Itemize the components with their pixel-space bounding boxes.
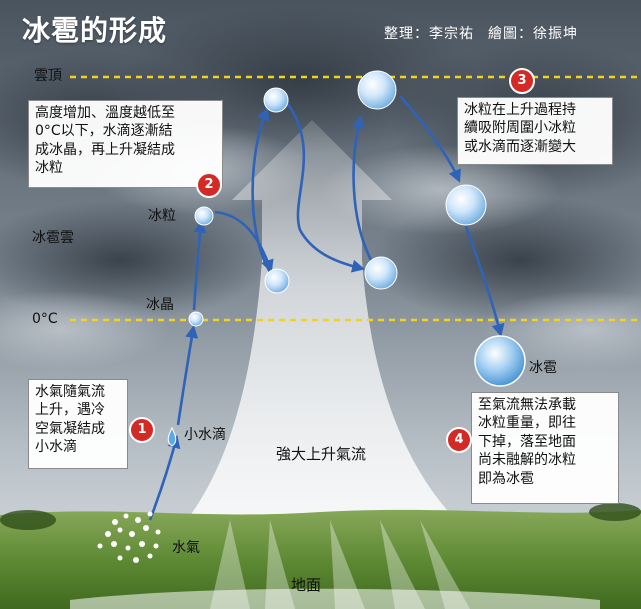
step-4-line: 下掉，落至地面 <box>478 433 576 450</box>
step-3-line: 冰粒在上升過程持 <box>464 102 576 118</box>
step-2-line: 冰粒 <box>35 160 63 177</box>
step-4-callout: 至氣流無法承載 冰粒重量，即往 下掉，落至地面 尚未融解的冰粒 即為冰雹 <box>471 392 619 504</box>
arrow-vapor-to-droplet <box>148 434 181 521</box>
arrow-rise-2 <box>251 107 272 273</box>
step-1-callout: 水氣隨氣流 上升，遇冷 空氣凝結成 小水滴 <box>28 379 128 469</box>
step-4-line: 尚未融解的冰粒 <box>478 452 576 469</box>
step-1-line: 水氣隨氣流 <box>35 384 105 400</box>
strong-updraft-label: 強大上升氣流 <box>276 445 367 463</box>
water-vapor-label: 水氣 <box>172 540 200 556</box>
arrow-crystal-to-grain <box>192 219 207 311</box>
arrow-fall-4 <box>464 225 505 338</box>
ice-crystal-label: 冰晶 <box>146 297 174 313</box>
arrow-fall-3 <box>399 95 461 183</box>
ice-grain-particle <box>445 184 487 226</box>
small-droplet-label: 小水滴 <box>184 427 226 443</box>
illustrator-credit: 繪圖：徐振坤 <box>488 26 578 42</box>
step-2-line: 高度增加、溫度越低至 <box>35 105 175 121</box>
cloud-top-label: 雲頂 <box>34 68 62 84</box>
ground-label: 地面 <box>291 576 322 594</box>
arrow-fall-2 <box>285 102 366 273</box>
ice-grain-particle <box>263 87 289 113</box>
step-3-line: 或水滴而逐漸變大 <box>464 138 576 155</box>
step-2-badge: 2 <box>196 172 222 198</box>
ground-rays <box>210 520 470 609</box>
zero-celsius-label: 0°C <box>32 311 58 327</box>
step-3-line: 續吸附周圍小冰粒 <box>464 120 576 137</box>
step-4-line: 至氣流無法承載 <box>478 397 576 413</box>
hailstone-label: 冰雹 <box>529 360 557 376</box>
arrow-grain-fall <box>214 210 274 273</box>
hail-cloud-zone-label: 冰雹雲 <box>32 230 74 246</box>
step-1-line: 小水滴 <box>35 439 77 456</box>
ice-crystal-particle <box>188 311 204 327</box>
step-4-line: 即為冰雹 <box>478 470 534 487</box>
page-title: 冰雹的形成 <box>22 14 168 47</box>
ice-grain-particle <box>364 256 398 290</box>
step-2-callout: 高度增加、溫度越低至 0°C以下，水滴逐漸結 成冰晶，再上升凝結成 冰粒 <box>28 100 223 188</box>
small-droplet-icon <box>167 426 177 447</box>
step-4-line: 冰粒重量，即往 <box>478 415 576 432</box>
hailstone-particle <box>474 335 526 387</box>
credits: 整理：李宗祐繪圖：徐振坤 <box>384 26 578 43</box>
ice-grain-particle <box>357 70 397 110</box>
step-3-callout: 冰粒在上升過程持 續吸附周圍小冰粒 或水滴而逐漸變大 <box>457 97 613 165</box>
step-1-line: 上升，遇冷 <box>35 402 105 419</box>
ground-grass <box>0 509 641 609</box>
step-4-badge: 4 <box>446 427 472 453</box>
updraft-column <box>70 120 600 600</box>
trajectory-arrows <box>148 95 505 521</box>
ice-grain-label: 冰粒 <box>148 208 176 224</box>
step-1-badge: 1 <box>129 417 155 443</box>
step-1-line: 空氣凝結成 <box>35 420 105 437</box>
ice-grain-particle <box>264 268 290 294</box>
step-3-badge: 3 <box>509 68 535 94</box>
step-2-line: 成冰晶，再上升凝結成 <box>35 141 175 158</box>
arrow-rise-3 <box>351 114 374 263</box>
ice-grain-particle <box>194 206 214 226</box>
arrow-droplet-to-crystal <box>176 324 199 426</box>
step-2-line: 0°C以下，水滴逐漸結 <box>35 123 173 140</box>
editor-credit: 整理：李宗祐 <box>384 26 474 42</box>
water-vapor-dots <box>97 511 161 563</box>
